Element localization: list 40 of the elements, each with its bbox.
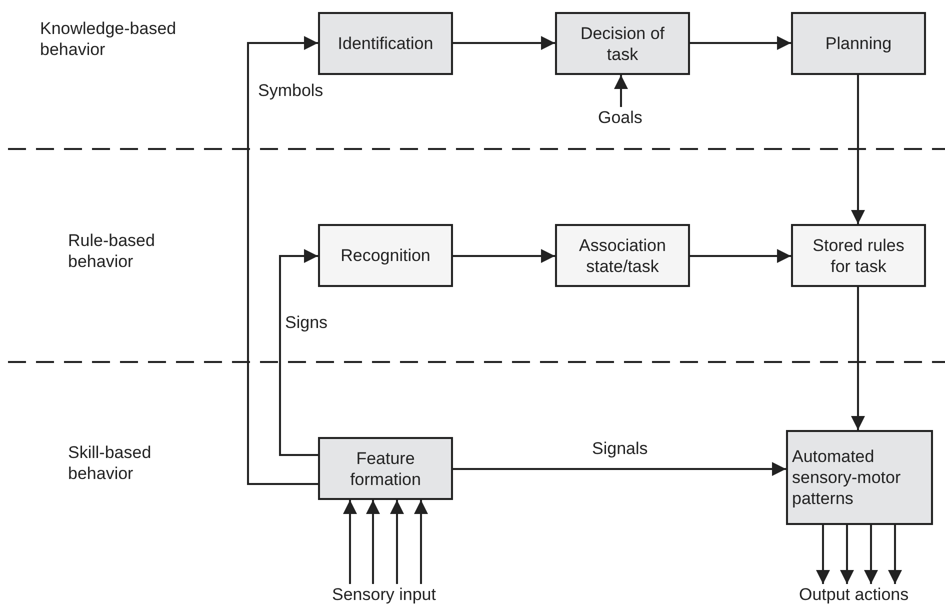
- arrow: [690, 36, 791, 50]
- arrow: [840, 525, 854, 584]
- process-box: [318, 437, 453, 500]
- arrow: [343, 500, 357, 584]
- node-label: Output actions: [799, 584, 909, 605]
- arrow: [453, 36, 555, 50]
- arrow: [279, 249, 318, 456]
- node-label: Sensory input: [332, 584, 436, 605]
- box-label: Stored rules for task: [812, 234, 906, 276]
- band-label: Rule-based behavior: [68, 230, 156, 272]
- band-label: Skill-based behavior: [68, 442, 152, 484]
- arrow: [453, 249, 555, 263]
- arrow: [690, 249, 791, 263]
- node-label: Goals: [598, 107, 642, 128]
- arrow: [366, 500, 380, 584]
- process-box: [318, 12, 453, 75]
- arrow: [816, 525, 830, 584]
- band-label: Knowledge-based behavior: [40, 18, 178, 60]
- arrow: [390, 500, 404, 584]
- arrow: [414, 500, 428, 584]
- process-box: [791, 224, 926, 287]
- box-label: Identification: [338, 33, 434, 54]
- box-label: Association state/task: [578, 234, 667, 276]
- box-label: Automated sensory-motor patterns: [792, 446, 902, 509]
- box-label: Feature formation: [349, 448, 422, 490]
- process-box: [786, 430, 933, 525]
- arrow: [247, 36, 318, 485]
- box-label: Recognition: [340, 245, 430, 266]
- arrow: [864, 525, 878, 584]
- box-label: Decision of task: [579, 22, 666, 64]
- arrow: [851, 287, 865, 430]
- process-box: [555, 224, 690, 287]
- arrow: [851, 75, 865, 224]
- box-label: Planning: [825, 33, 892, 54]
- process-box: [555, 12, 690, 75]
- arrow: [453, 462, 786, 476]
- process-box: [318, 224, 453, 287]
- process-box: [791, 12, 926, 75]
- arrow: [614, 75, 628, 107]
- arrow: [888, 525, 902, 584]
